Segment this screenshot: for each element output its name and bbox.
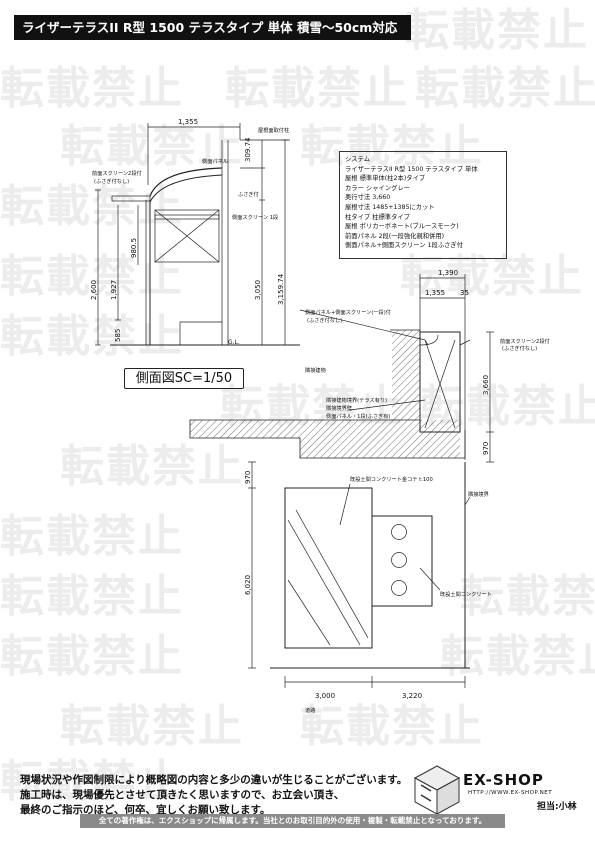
dim-plan-top2: 1,355 (425, 289, 445, 297)
dim-plan-bottom1: 3,000 (315, 692, 335, 700)
watermark: 転載禁止 (0, 181, 184, 232)
dim-plan-top3: 35 (460, 289, 469, 297)
watermark: 転載禁止 (0, 311, 184, 362)
spec-line: ライザーテラスII R型 1500 テラスタイプ 単体 (345, 165, 478, 173)
label-existing-concrete: 既設土間コンクリート金コテ t:100 (350, 475, 433, 483)
label-existing-soil: 既設土間コンクリート (440, 590, 492, 598)
dim-plan-top1: 1,390 (438, 269, 458, 277)
notice-line-3: 最終のご指示のほど、何卒、宜しくお願い致します。 (20, 804, 271, 816)
label-front-screen: 前面スクリーン2段付 (92, 169, 142, 177)
label-side-screen: 側面スクリーン 1段 (232, 213, 278, 221)
spec-line: 屋根寸法 1485+1385にカット (345, 203, 435, 211)
spec-line: 奥行寸法 3,660 (345, 194, 391, 202)
label-neighbor-building: 隣接建物 (305, 366, 326, 374)
label-side-panel-note: (ふさぎ付なし) (307, 316, 342, 324)
label-road: 道路 (305, 706, 316, 714)
label-neighbor-fence2: 隣接境界壁 (326, 404, 352, 412)
label-gl: G.L. (228, 339, 240, 346)
spec-line: 屋根 ポリカーボネート(ブルースモーク) (345, 223, 459, 231)
watermark: 転載禁止 (225, 63, 409, 114)
watermark: 転載禁止 (60, 121, 244, 172)
dim-h-right1: 3,050 (254, 280, 262, 300)
watermark: 転載禁止 (415, 63, 595, 114)
footer-copyright: 全ての著作権は、エクスショップに帰属します。当社とのお取引目的外の使用・複製・転… (80, 814, 505, 828)
dim-roof-height: 309.74 (244, 137, 252, 162)
dim-plan-depth: 3,660 (482, 375, 490, 395)
dim-plan-left-gap: 970 (244, 471, 252, 484)
label-terrace-note: 側面パネル・1段(ふさぎ有) (326, 412, 390, 420)
watermark: 転載禁止 (460, 571, 595, 622)
watermark: 転載禁止 (0, 756, 184, 807)
label-fascia: ふさぎ付 (238, 190, 259, 198)
label-plan-front-screen-note: (ふさぎ付なし) (502, 344, 537, 352)
watermark: 転載禁止 (0, 571, 184, 622)
watermark: 転載禁止 (0, 631, 184, 682)
watermark: 転載禁止 (300, 121, 484, 172)
staff-label: 担当:小林 (537, 802, 577, 812)
spec-line: 柱タイプ 柱標準タイプ (345, 213, 410, 221)
spec-line: 側面パネル+側面スクリーン 1段ふさぎ付 (345, 242, 464, 250)
spec-box: システム ライザーテラスII R型 1500 テラスタイプ 単体 屋根 標準単体… (339, 151, 507, 259)
logo-name: EX-SHOP (463, 771, 544, 789)
dim-top-width: 1,355 (178, 118, 198, 126)
watermark: 転載禁止 (0, 251, 184, 302)
dim-plan-gap: 970 (482, 442, 490, 455)
notice-line-2: 施工時は、現場優先とさせて頂きたく思いますので、お立会い頂き、 (20, 789, 345, 801)
label-front-screen-note: (ふさぎ付なし) (94, 177, 129, 185)
spec-line: システム (345, 156, 370, 163)
dim-inner-height: 1,927 (110, 280, 118, 300)
spec-line: 前面パネル 2段(一段強化親和併用) (345, 232, 445, 240)
watermark: 転載禁止 (0, 63, 184, 114)
watermark: 転載禁止 (60, 441, 244, 492)
dim-total-left: 2,600 (90, 280, 98, 300)
label-side-panel: 側面パネル (202, 157, 228, 165)
page-title: ライザーテラスII R型 1500 テラスタイプ 単体 積雪～50cm対応 (14, 15, 411, 40)
dim-plan-height: 6,020 (244, 575, 252, 595)
dim-base: 585 (114, 329, 122, 342)
logo-cube-icon (413, 765, 461, 815)
label-boundary-line: 隣接境界 (468, 490, 489, 498)
dim-side-height: 980.5 (130, 238, 138, 258)
label-side-panel-screen: 側面パネル+側面スクリーン(一段)付 (305, 308, 391, 316)
watermark: 転載禁止 (400, 251, 584, 302)
label-roof-top: 屋根面取付柱 (258, 126, 289, 134)
notice-line-1: 現場状況や作図制限により概略図の内容と多少の違いが生じることがございます。 (20, 774, 408, 786)
scale-label: 側面図SC=1/50 (124, 368, 244, 389)
watermark: 転載禁止 (0, 511, 184, 562)
label-neighbor-fence: 隣接建物境界(テラス有り) (326, 396, 387, 404)
spec-line: 屋根 標準単体(柱2本)タイプ (345, 175, 426, 183)
dim-plan-bottom2: 3,220 (402, 692, 422, 700)
watermark: 転載禁止 (405, 5, 589, 56)
spec-line: カラー シャイングレー (345, 184, 410, 192)
watermark: 転載禁止 (60, 701, 244, 752)
watermark: 転載禁止 (300, 701, 484, 752)
label-plan-front-screen: 前面スクリーン2段付 (500, 337, 550, 345)
watermark: 転載禁止 (440, 631, 595, 682)
logo-url: HTTP://WWW.EX-SHOP.NET (468, 790, 553, 796)
dim-h-right2: 3,159.74 (277, 273, 285, 305)
